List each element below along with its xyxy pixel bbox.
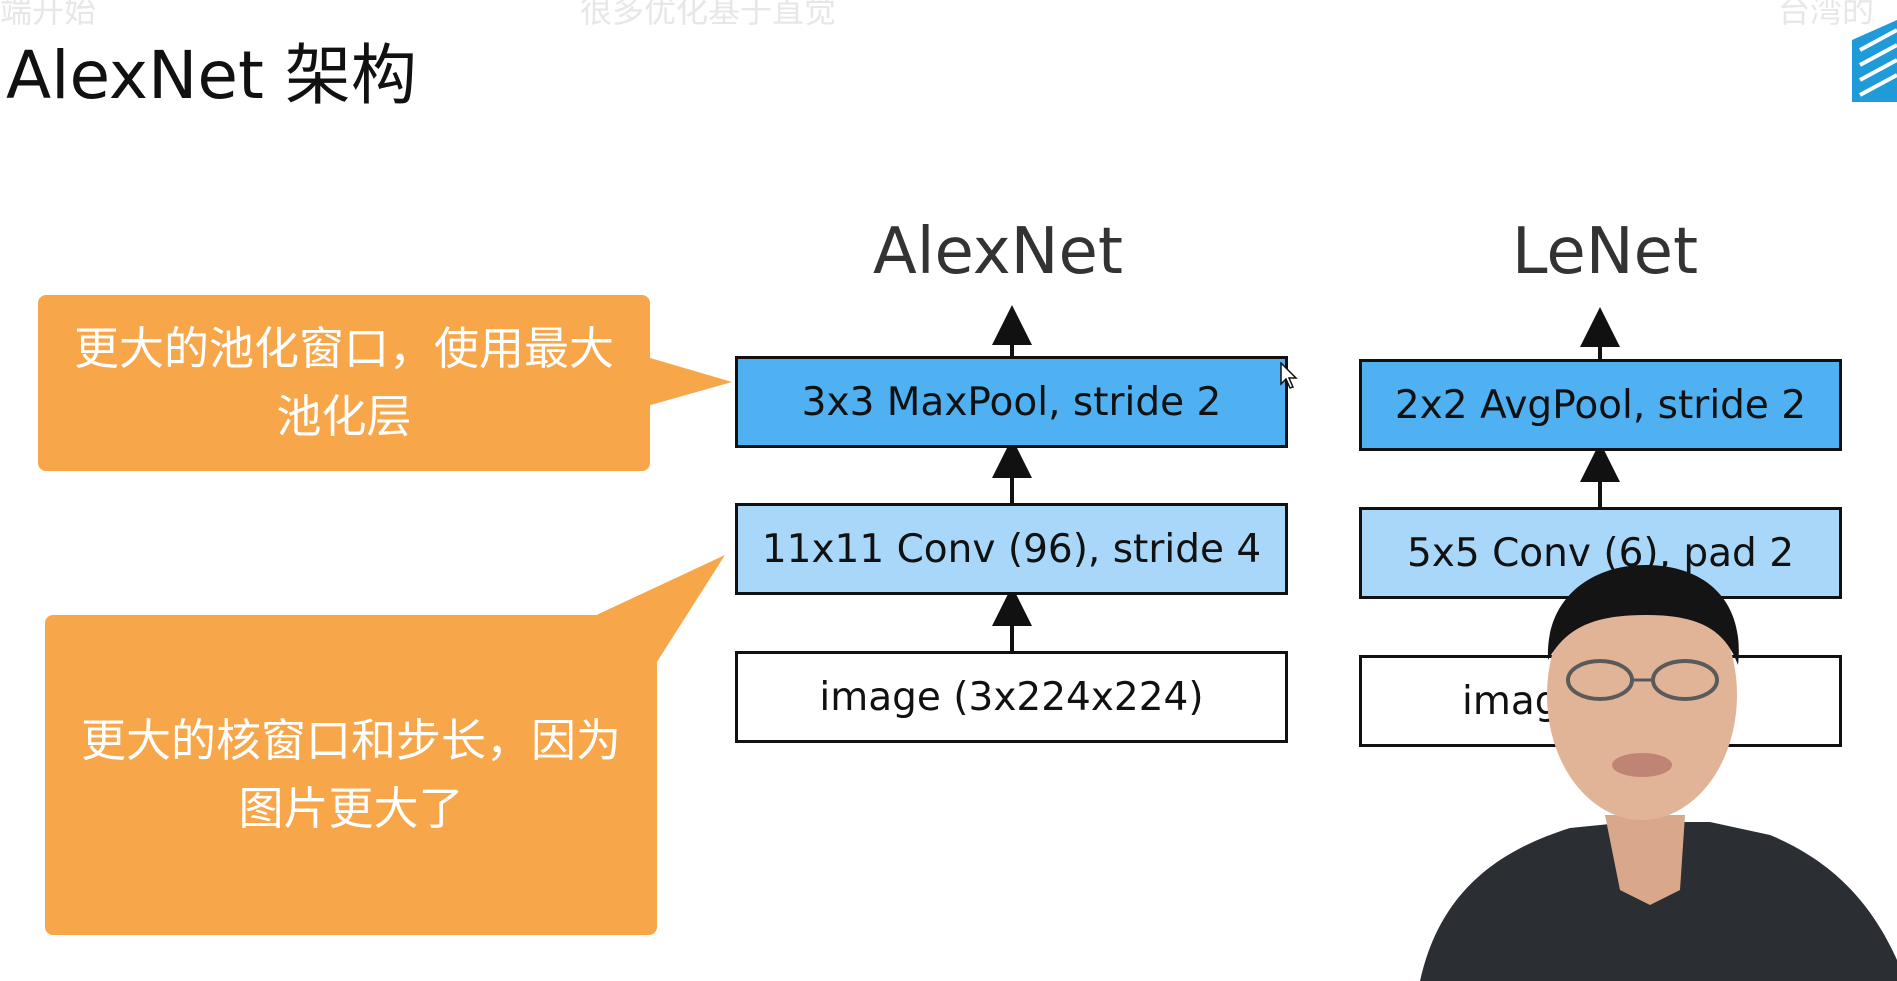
bilibili-logo-icon bbox=[1852, 20, 1897, 102]
callout-bottom-text: 更大的核窗口和步长，因为图片更大了 bbox=[80, 714, 621, 835]
lenet-title: LeNet bbox=[1511, 215, 1699, 289]
lenet-avgpool-block: 2x2 AvgPool, stride 2 bbox=[1359, 359, 1842, 451]
alexnet-conv-block: 11x11 Conv (96), stride 4 bbox=[735, 503, 1288, 595]
slide-title: AlexNet 架构 bbox=[6, 37, 417, 114]
callout-larger-pooling: 更大的池化窗口，使用最大池化层 bbox=[38, 295, 650, 471]
alexnet-title: AlexNet bbox=[872, 215, 1124, 289]
subtitle-ghost-left: 端开始 bbox=[0, 0, 97, 30]
callout-larger-kernel: 更大的核窗口和步长，因为图片更大了 bbox=[45, 615, 657, 935]
callout-top-pointer bbox=[640, 355, 732, 408]
alexnet-image-block: image (3x224x224) bbox=[735, 651, 1288, 743]
callout-top-text: 更大的池化窗口，使用最大池化层 bbox=[73, 322, 614, 443]
presenter-video-overlay bbox=[1420, 565, 1897, 981]
subtitle-ghost-center: 很多优化基于直觉 bbox=[580, 0, 837, 30]
alexnet-maxpool-block: 3x3 MaxPool, stride 2 bbox=[735, 356, 1288, 448]
subtitle-ghost-right: 台湾的 bbox=[1778, 0, 1875, 30]
mouse-pointer-icon bbox=[1280, 362, 1298, 389]
